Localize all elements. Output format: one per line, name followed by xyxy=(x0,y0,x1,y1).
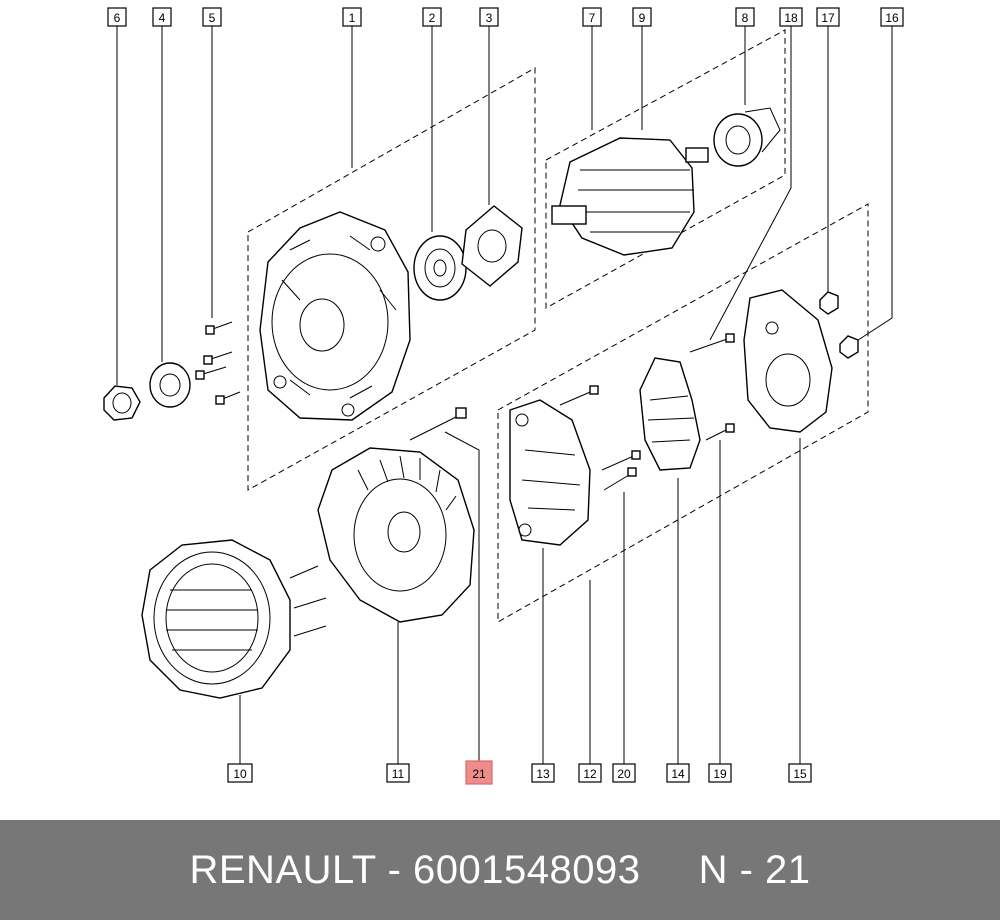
svg-text:3: 3 xyxy=(486,11,493,25)
leader-lines xyxy=(116,26,893,764)
callout-8: 8 xyxy=(735,7,755,27)
svg-text:20: 20 xyxy=(617,767,631,781)
callout-10: 10 xyxy=(227,763,253,783)
svg-text:14: 14 xyxy=(671,767,685,781)
callout-6: 6 xyxy=(107,7,127,27)
callout-2: 2 xyxy=(422,7,442,27)
exploded-alternator-diagram: 6 4 5 1 2 3 7 9 8 xyxy=(103,7,904,785)
part-17-nut xyxy=(819,291,839,315)
svg-text:4: 4 xyxy=(159,11,166,25)
part-1-front-housing xyxy=(259,211,411,421)
svg-text:9: 9 xyxy=(639,11,646,25)
part-7-9-rotor xyxy=(551,137,709,256)
svg-text:17: 17 xyxy=(821,11,835,25)
callout-18: 18 xyxy=(779,7,803,27)
part-number-footer: RENAULT - 6001548093 N - 21 xyxy=(0,820,1000,920)
callout-11: 11 xyxy=(386,763,410,783)
part-13-rectifier xyxy=(509,399,591,546)
callout-16: 16 xyxy=(880,7,904,27)
footer-text: RENAULT - 6001548093 N - 21 xyxy=(189,847,811,892)
svg-text:10: 10 xyxy=(233,767,247,781)
part-21-through-bolt xyxy=(409,407,467,441)
svg-text:13: 13 xyxy=(536,767,550,781)
callout-21-highlighted: 21 xyxy=(465,760,493,785)
svg-text:8: 8 xyxy=(742,11,749,25)
callout-13: 13 xyxy=(531,763,555,783)
part-2-bearing xyxy=(413,235,467,301)
callout-15: 15 xyxy=(788,763,812,783)
part-5-screws xyxy=(195,321,241,405)
part-15-rear-cover xyxy=(743,289,833,433)
svg-text:18: 18 xyxy=(784,11,798,25)
callout-19: 19 xyxy=(708,763,732,783)
part-6-nut xyxy=(103,385,141,421)
svg-text:21: 21 xyxy=(472,767,486,781)
svg-text:16: 16 xyxy=(885,11,899,25)
callout-7: 7 xyxy=(582,7,602,27)
part-3-bearing-plate xyxy=(461,205,523,287)
callout-4: 4 xyxy=(152,7,172,27)
callout-5: 5 xyxy=(202,7,222,27)
svg-text:2: 2 xyxy=(429,11,436,25)
callouts: 6 4 5 1 2 3 7 9 8 xyxy=(107,7,904,785)
svg-text:7: 7 xyxy=(589,11,596,25)
callout-17: 17 xyxy=(816,7,840,27)
part-20-screws xyxy=(559,385,641,491)
callout-12: 12 xyxy=(578,763,602,783)
callout-9: 9 xyxy=(632,7,652,27)
callout-1: 1 xyxy=(342,7,362,27)
callout-14: 14 xyxy=(666,763,690,783)
part-14-regulator xyxy=(639,357,701,471)
part-18-screw xyxy=(689,333,735,353)
svg-text:11: 11 xyxy=(392,767,405,781)
assembly-boundaries xyxy=(247,29,869,623)
part-16-nut xyxy=(839,335,859,359)
callout-3: 3 xyxy=(479,7,499,27)
part-19-screw xyxy=(705,423,735,441)
callout-20: 20 xyxy=(612,763,636,783)
part-4-washer xyxy=(149,362,191,408)
part-11-rear-housing xyxy=(317,447,475,623)
svg-text:12: 12 xyxy=(583,767,597,781)
svg-text:5: 5 xyxy=(209,11,216,25)
svg-text:15: 15 xyxy=(793,767,807,781)
svg-text:19: 19 xyxy=(713,767,727,781)
svg-text:1: 1 xyxy=(349,11,356,25)
part-8-slip-ring xyxy=(713,107,781,167)
svg-text:6: 6 xyxy=(114,11,121,25)
part-10-stator xyxy=(141,539,327,699)
